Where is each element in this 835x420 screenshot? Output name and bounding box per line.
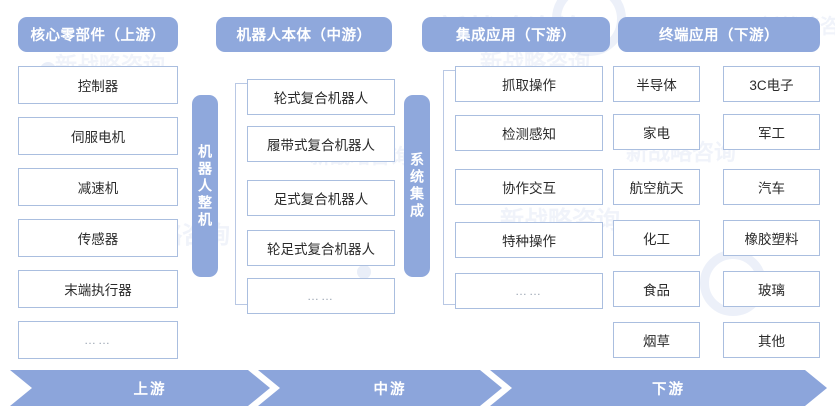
item-box-special-operation[interactable]: 特种操作 (455, 222, 603, 258)
vertical-label-system-integration: 系统集成 (404, 95, 430, 277)
item-box-more[interactable]: …… (247, 278, 395, 314)
flow-label-downstream: 下游 (652, 381, 685, 398)
item-box-glass[interactable]: 玻璃 (723, 271, 820, 307)
item-box-legged-composite-robot[interactable]: 足式复合机器人 (247, 180, 395, 216)
item-box-rubber-plastic[interactable]: 橡胶塑料 (723, 220, 820, 256)
item-box-more[interactable]: …… (18, 321, 178, 359)
item-box-semiconductor[interactable]: 半导体 (613, 66, 700, 102)
item-box-military[interactable]: 军工 (723, 114, 820, 150)
item-box-tracked-composite-robot[interactable]: 履带式复合机器人 (247, 126, 395, 162)
flow-chevron-upstream (10, 370, 270, 406)
item-box-end-effector[interactable]: 末端执行器 (18, 270, 178, 308)
item-box-servo-motor[interactable]: 伺服电机 (18, 117, 178, 155)
item-box-food[interactable]: 食品 (613, 271, 700, 307)
group-bracket-integration (443, 70, 455, 305)
item-box-controller[interactable]: 控制器 (18, 66, 178, 104)
item-box-other[interactable]: 其他 (723, 322, 820, 358)
column-header-integration: 集成应用（下游） (422, 17, 610, 52)
flow-chevron-downstream (490, 370, 827, 406)
item-box-automobile[interactable]: 汽车 (723, 169, 820, 205)
flow-label-upstream: 上游 (133, 381, 167, 398)
flow-label-midstream: 中游 (373, 381, 407, 398)
item-box-sensor[interactable]: 传感器 (18, 219, 178, 257)
item-box-chemical[interactable]: 化工 (613, 220, 700, 256)
column-header-core-parts: 核心零部件（上游） (18, 17, 178, 52)
item-box-home-appliance[interactable]: 家电 (613, 114, 700, 150)
item-box-more[interactable]: …… (455, 273, 603, 309)
item-box-3c-electronics[interactable]: 3C电子 (723, 66, 820, 102)
flow-band: 上游 中游 下游 (0, 370, 835, 406)
item-box-aerospace[interactable]: 航空航天 (613, 169, 700, 205)
column-header-robot-body: 机器人本体（中游） (216, 17, 392, 52)
item-box-reducer[interactable]: 减速机 (18, 168, 178, 206)
item-box-wheel-legged-composite-robot[interactable]: 轮足式复合机器人 (247, 230, 395, 266)
item-box-collaborative-interaction[interactable]: 协作交互 (455, 169, 603, 205)
flow-chevron-midstream (258, 370, 502, 406)
item-box-tobacco[interactable]: 烟草 (613, 322, 700, 358)
column-header-terminal: 终端应用（下游） (618, 17, 820, 52)
group-bracket-robot-body (235, 83, 247, 305)
vertical-label-robot-whole-machine: 机器人整机 (192, 95, 218, 277)
item-box-grabbing-operation[interactable]: 抓取操作 (455, 66, 603, 102)
item-box-wheeled-composite-robot[interactable]: 轮式复合机器人 (247, 79, 395, 115)
item-box-detection-perception[interactable]: 检测感知 (455, 115, 603, 151)
watermark-dot (357, 265, 371, 279)
